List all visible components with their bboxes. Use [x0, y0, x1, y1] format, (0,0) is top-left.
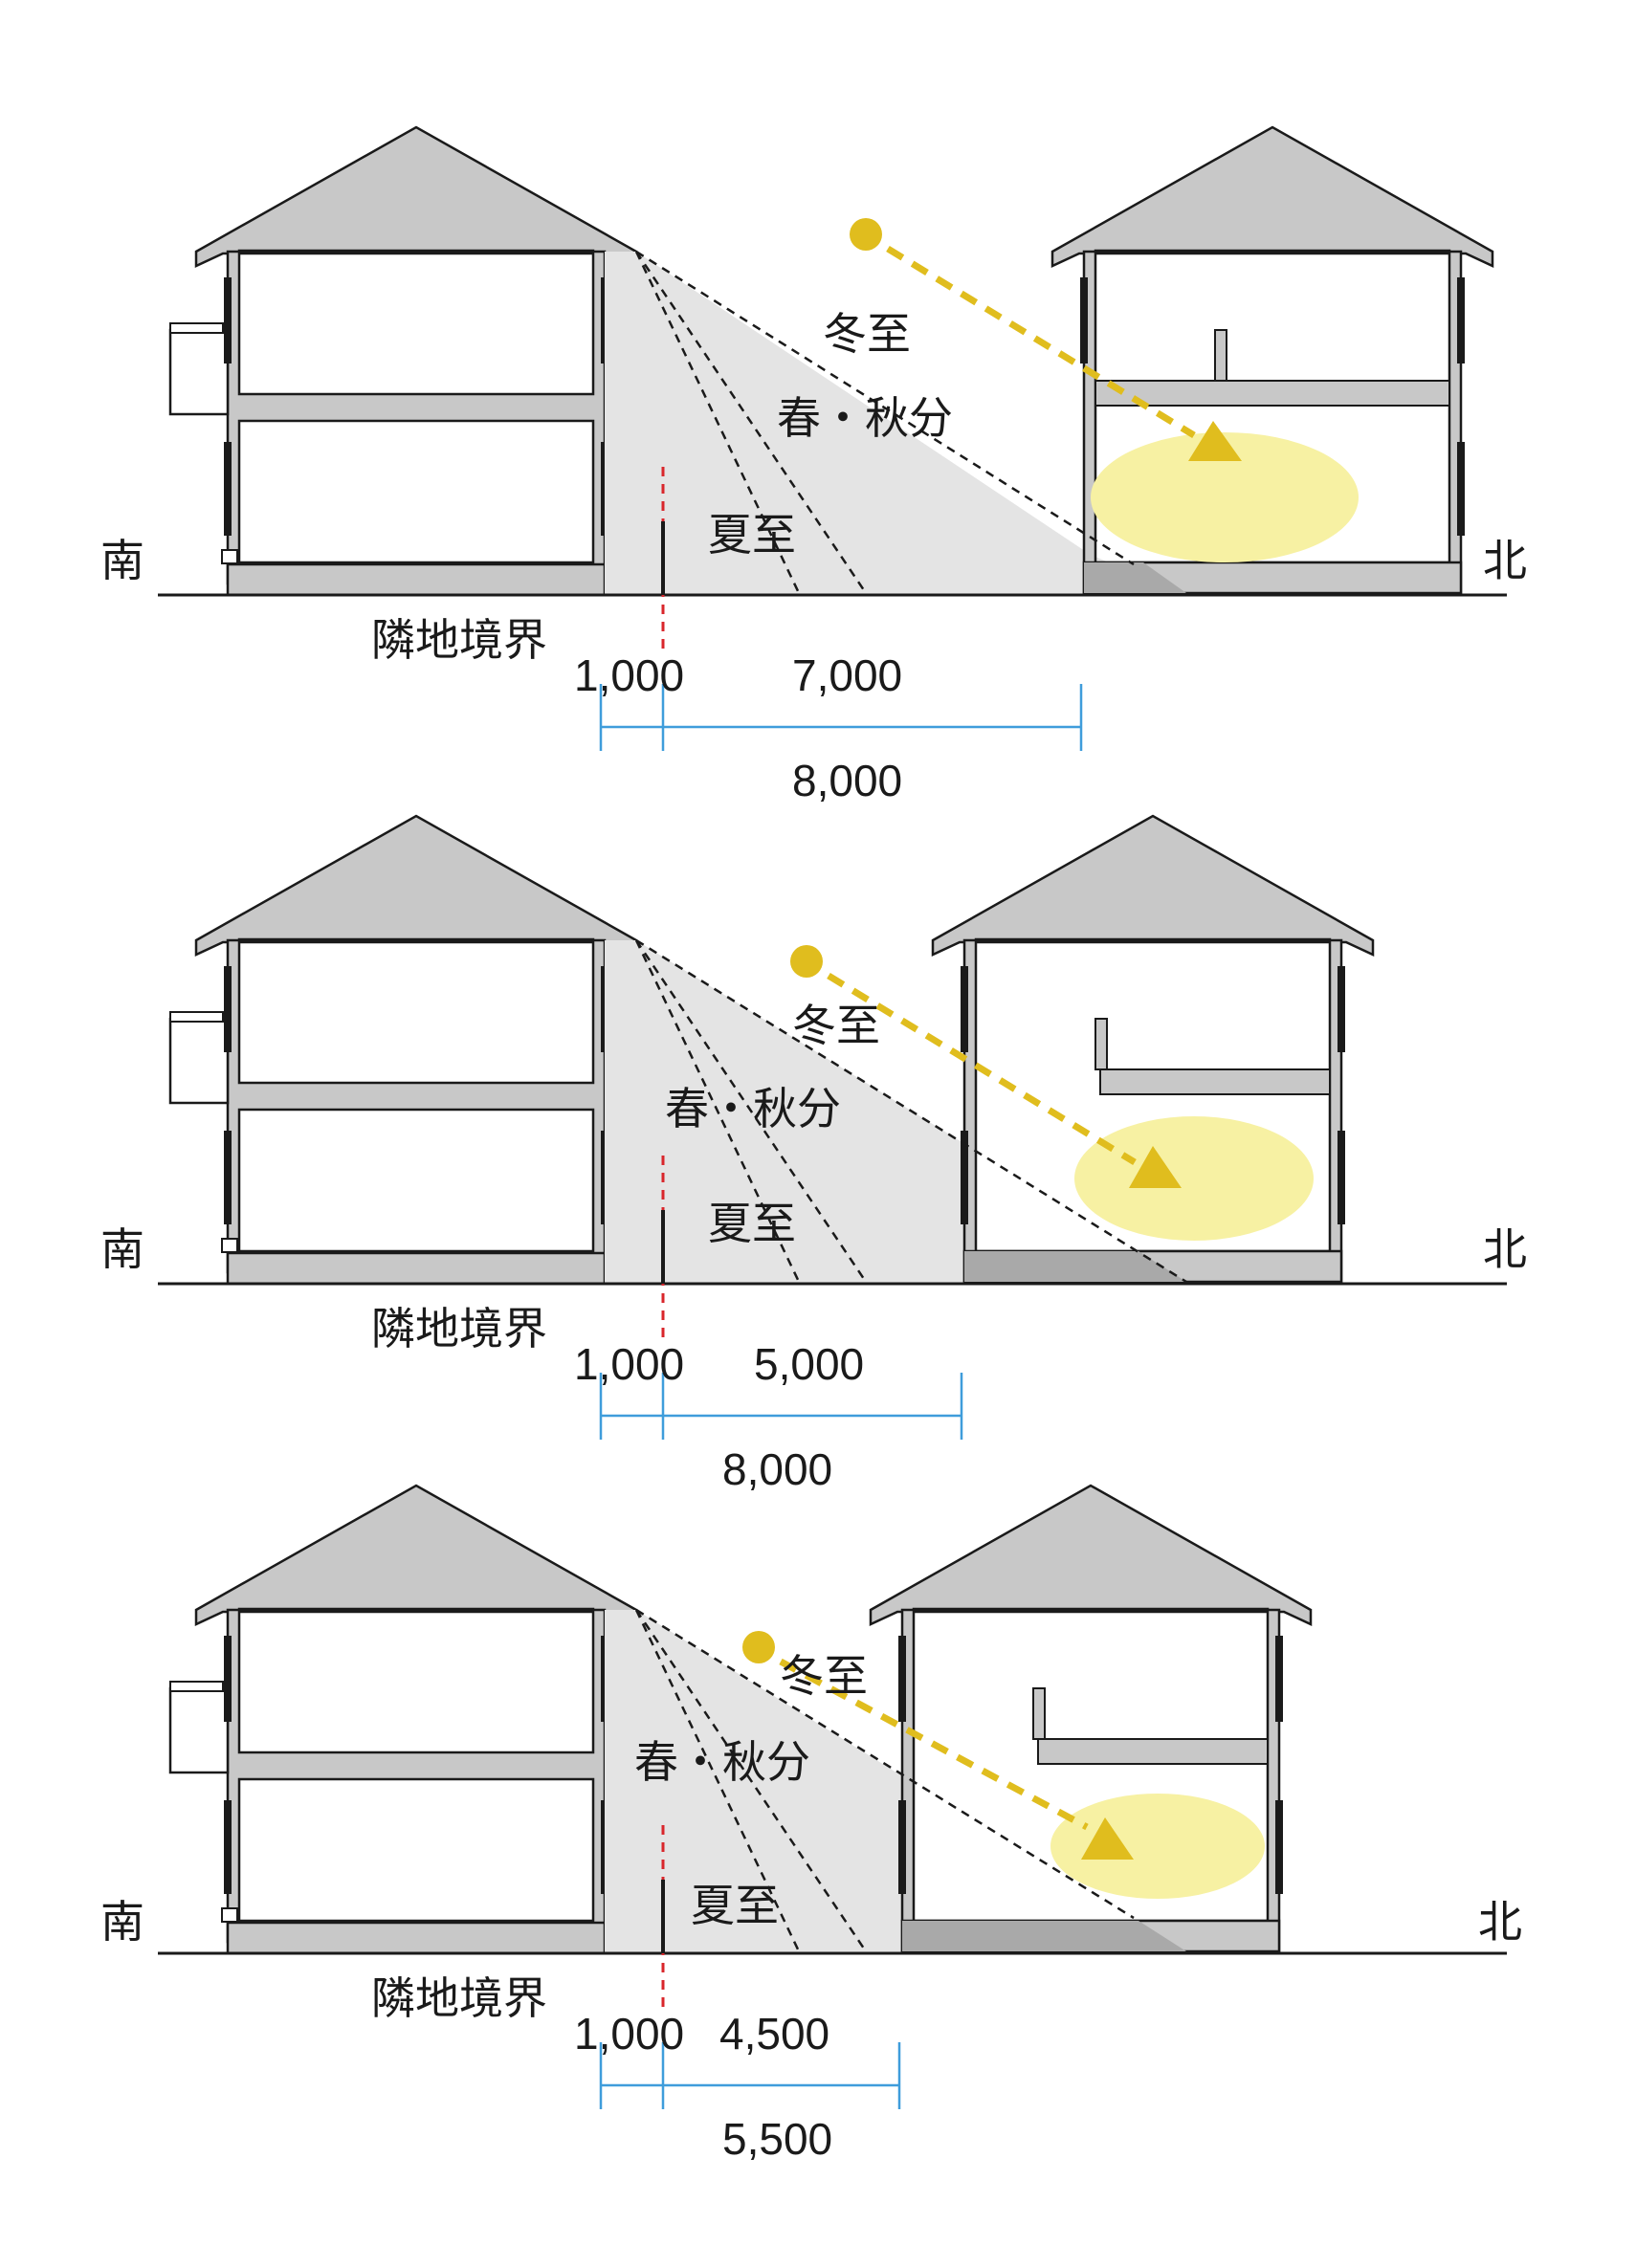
- north-house-roof: [1050, 125, 1494, 268]
- summer-solstice-label: 夏至: [708, 1198, 796, 1249]
- panel-3: 冬至 春・秋分 夏至 南 北 隣地境界 1,000 4,500 5,500: [100, 1484, 1522, 2164]
- south-house-body: [226, 1607, 607, 1944]
- ray-summer: [634, 939, 801, 1283]
- arrow-head-icon: [1129, 1146, 1182, 1188]
- south-house-roof: [194, 1484, 638, 1626]
- south-house-slab: [226, 1921, 607, 1955]
- south-label: 南: [100, 1896, 144, 1948]
- ray-equinox: [634, 1609, 868, 1952]
- sun-arrow: [886, 246, 1196, 438]
- winter-solstice-label: 冬至: [792, 1000, 880, 1051]
- south-house: [168, 1484, 638, 1955]
- shadow-region: [605, 252, 1186, 595]
- dimension-lines: [599, 2042, 901, 2109]
- boundary-label: 隣地境界: [371, 1303, 547, 1354]
- summer-solstice-label: 夏至: [708, 509, 796, 561]
- north-house-body: [900, 1607, 1281, 1953]
- sun-icon: [850, 218, 882, 251]
- ray-winter: [635, 250, 1135, 566]
- equinox-label: 春・秋分: [634, 1736, 810, 1788]
- dim-setback: 1,000: [574, 650, 684, 700]
- winter-solstice-label: 冬至: [823, 308, 911, 360]
- void: [1214, 329, 1227, 382]
- sun-arrow: [779, 1658, 1089, 1831]
- south-balcony: [168, 1017, 230, 1105]
- void: [1032, 1687, 1046, 1740]
- north-house: [931, 814, 1375, 1284]
- north-house: [869, 1484, 1313, 1953]
- summer-solstice-label: 夏至: [691, 1880, 779, 1931]
- dim-gap: 5,000: [754, 1339, 864, 1389]
- panel-2: 冬至 春・秋分 夏至 南 北 隣地境界 1,000 5,000 8,000: [100, 814, 1527, 1494]
- sunlit-floor-area: [1050, 1794, 1265, 1899]
- dim-gap: 7,000: [792, 650, 902, 700]
- dim-setback: 1,000: [574, 2009, 684, 2059]
- arrow-head-icon: [1188, 421, 1242, 461]
- ray-equinox: [634, 939, 868, 1283]
- dim-gap: 4,500: [719, 2009, 829, 2059]
- panel-1: 冬至 春・秋分 夏至 南 北 隣地境界 1,000 7,000 8,000: [100, 125, 1527, 805]
- north-house-floor: [1094, 380, 1450, 407]
- south-house-roof: [194, 125, 638, 268]
- void: [1094, 1018, 1108, 1070]
- south-label: 南: [100, 1223, 144, 1275]
- south-house-body: [226, 937, 607, 1274]
- north-label: 北: [1483, 535, 1527, 586]
- ray-winter: [635, 938, 1187, 1284]
- north-slab-shadow: [902, 1921, 1186, 1951]
- dim-total: 8,000: [792, 756, 902, 805]
- south-house-body: [226, 249, 607, 585]
- sunlit-floor-area: [1091, 432, 1359, 562]
- south-label: 南: [100, 535, 144, 586]
- north-label: 北: [1478, 1896, 1522, 1948]
- window-sill: [221, 549, 238, 564]
- ray-summer: [634, 1609, 801, 1952]
- equinox-label: 春・秋分: [777, 392, 953, 444]
- south-house: [168, 814, 638, 1286]
- south-balcony: [168, 328, 230, 416]
- south-house-slab: [226, 562, 607, 597]
- north-house-floor: [1037, 1738, 1269, 1765]
- dim-total: 5,500: [722, 2114, 832, 2164]
- south-house-roof: [194, 814, 638, 957]
- ray-winter: [635, 1608, 1135, 1920]
- dimension-lines: [599, 684, 1083, 751]
- south-balcony: [168, 1686, 230, 1774]
- window-sill: [221, 1907, 238, 1923]
- window-sill: [221, 1238, 238, 1253]
- balcony-rail: [169, 1011, 224, 1023]
- dim-total: 8,000: [722, 1444, 832, 1494]
- north-label: 北: [1483, 1223, 1527, 1275]
- shadow-region: [605, 940, 1186, 1284]
- south-house-slab: [226, 1251, 607, 1286]
- sun-icon: [742, 1631, 775, 1663]
- north-stair-void: [1095, 329, 1227, 382]
- sun-arrow: [827, 973, 1137, 1165]
- north-slab-shadow: [1084, 562, 1186, 593]
- north-house-roof: [931, 814, 1375, 957]
- equinox-label: 春・秋分: [665, 1083, 841, 1134]
- north-slab-shadow: [964, 1251, 1186, 1282]
- winter-solstice-label: 冬至: [780, 1650, 868, 1702]
- dim-setback: 1,000: [574, 1339, 684, 1389]
- sun-icon: [790, 945, 823, 978]
- ray-equinox: [634, 251, 868, 594]
- shadow-region: [605, 1610, 1186, 1953]
- dimension-lines: [599, 1373, 963, 1440]
- sunlit-floor-area: [1074, 1116, 1314, 1241]
- north-house: [1050, 125, 1494, 595]
- south-house: [168, 125, 638, 597]
- arrow-head-icon: [1081, 1817, 1134, 1860]
- boundary-label: 隣地境界: [371, 614, 547, 666]
- north-house-roof: [869, 1484, 1313, 1626]
- boundary-label: 隣地境界: [371, 1972, 547, 2024]
- north-house-floor: [1099, 1068, 1331, 1095]
- balcony-rail: [169, 322, 224, 334]
- balcony-rail: [169, 1681, 224, 1692]
- ray-summer: [634, 251, 801, 594]
